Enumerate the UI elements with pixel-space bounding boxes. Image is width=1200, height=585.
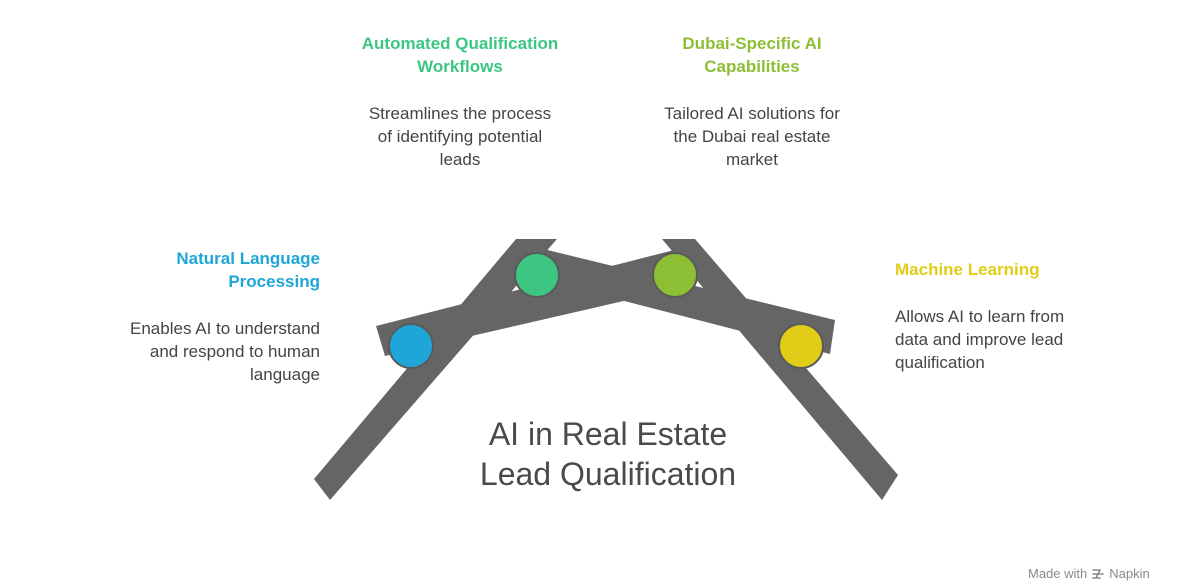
workflow-node <box>514 252 560 298</box>
dubai-node <box>652 252 698 298</box>
workflow-block: Automated Qualification Workflows Stream… <box>330 32 590 171</box>
nlp-title: Natural Language Processing <box>176 249 320 291</box>
credit-brand: Napkin <box>1109 566 1150 581</box>
workflow-description: Streamlines the process of identifying p… <box>368 104 552 169</box>
ml-node <box>778 323 824 369</box>
nlp-description: Enables AI to understand and respond to … <box>130 319 320 384</box>
ml-title: Machine Learning <box>895 260 1040 279</box>
ml-block: Machine Learning Allows AI to learn from… <box>895 258 1155 374</box>
credit-label: Made with <box>1028 566 1088 581</box>
dubai-description: Tailored AI solutions for the Dubai real… <box>664 104 840 169</box>
dubai-block: Dubai-Specific AI Capabilities Tailored … <box>622 32 882 171</box>
nlp-block: Natural Language Processing Enables AI t… <box>70 247 320 386</box>
ml-description: Allows AI to learn from data and improve… <box>895 307 1065 372</box>
workflow-title: Automated Qualification Workflows <box>361 34 559 76</box>
left-crossing-plank <box>376 247 693 356</box>
nlp-node <box>388 323 434 369</box>
napkin-logo-icon <box>1092 568 1105 579</box>
center-title: AI in Real Estate Lead Qualification <box>479 416 737 492</box>
dubai-title: Dubai-Specific AI Capabilities <box>682 34 822 76</box>
made-with-credit[interactable]: Made with Napkin <box>1028 566 1150 581</box>
